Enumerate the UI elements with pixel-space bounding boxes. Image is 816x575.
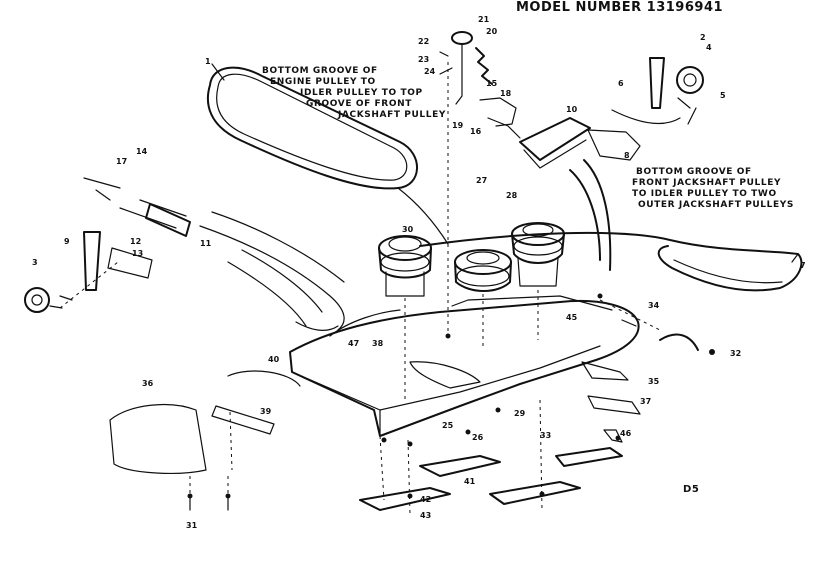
model-number-header: MODEL NUMBER 13196941 <box>516 0 724 15</box>
part-number-label: 8 <box>624 151 630 160</box>
part-number-label: 45 <box>566 313 578 322</box>
part-number-label: 15 <box>486 79 498 88</box>
part-number-label: 20 <box>486 27 498 36</box>
part-number-label: 24 <box>424 67 436 76</box>
jackshaft-belt-routing-note: BOTTOM GROOVE OF FRONT JACKSHAFT PULLEY … <box>632 167 812 211</box>
engine-belt-note-line-4: GROOVE OF FRONT <box>306 99 412 109</box>
part-number-label: 13 <box>132 249 143 258</box>
callout-arrows <box>189 63 799 511</box>
part-number-label: 32 <box>730 349 741 358</box>
part-number-callouts: 1 2 3 4 5 6 7 8 9 10 11 12 13 14 15 16 1… <box>32 15 806 530</box>
tension-spring-assembly <box>439 31 521 139</box>
part-number-label: 18 <box>500 89 512 98</box>
part-number-label: 4 <box>706 43 712 52</box>
part-number-label: 25 <box>442 421 454 430</box>
part-number-label: 22 <box>418 37 429 46</box>
jackshaft-belt-note-line-3: TO IDLER PULLEY TO TWO <box>632 189 777 199</box>
engine-belt-note-line-5: JACKSHAFT PULLEY <box>338 110 446 120</box>
part-number-label: 21 <box>478 15 490 24</box>
part-number-label: 14 <box>136 147 148 156</box>
part-number-label: 28 <box>506 191 518 200</box>
part-number-label: 5 <box>720 91 726 100</box>
assembly-leader-lines <box>59 62 661 515</box>
hardware-fasteners <box>187 293 715 499</box>
part-number-label: 17 <box>116 157 127 166</box>
part-number-label: 2 <box>700 33 706 42</box>
part-number-label: 36 <box>142 379 154 388</box>
part-number-label: 42 <box>420 495 431 504</box>
part-number-label: 23 <box>418 55 429 64</box>
part-number-label: 29 <box>514 409 526 418</box>
part-number-label: 9 <box>64 237 70 246</box>
part-number-label: 12 <box>130 237 141 246</box>
part-number-label: 47 <box>348 339 359 348</box>
front-blades-and-hardware <box>109 333 699 511</box>
part-number-label: 38 <box>372 339 384 348</box>
engine-drive-belt <box>206 66 449 245</box>
part-number-label: 19 <box>452 121 464 130</box>
part-number-label: 40 <box>268 355 280 364</box>
jackshaft-belt-note-line-4: OUTER JACKSHAFT PULLEYS <box>638 200 794 210</box>
frame-rails <box>199 211 345 331</box>
part-number-label: 37 <box>640 397 651 406</box>
engine-belt-note-line-2: ENGINE PULLEY TO <box>270 77 376 87</box>
part-number-label: 33 <box>540 431 551 440</box>
page-code: D5 <box>683 484 700 495</box>
clutch-lever-assembly <box>519 57 704 271</box>
center-idler-pulley <box>454 249 512 292</box>
part-number-label: 16 <box>470 127 482 136</box>
part-number-label: 41 <box>464 477 476 486</box>
part-number-label: 26 <box>472 433 484 442</box>
part-number-label: 31 <box>186 521 198 530</box>
part-number-label: 27 <box>476 176 487 185</box>
part-number-label: 43 <box>420 511 431 520</box>
left-spindle-pulley <box>378 235 432 297</box>
engine-belt-note-line-1: BOTTOM GROOVE OF <box>262 66 378 76</box>
jackshaft-belt-note-line-2: FRONT JACKSHAFT PULLEY <box>632 178 782 188</box>
part-number-label: 1 <box>205 57 211 66</box>
mower-deck-housing <box>289 295 640 437</box>
part-number-label: 46 <box>620 429 632 438</box>
part-number-label: 39 <box>260 407 272 416</box>
part-number-label: 10 <box>566 105 578 114</box>
part-number-label: 35 <box>648 377 660 386</box>
part-number-label: 34 <box>648 301 660 310</box>
left-idler-assembly <box>24 177 191 313</box>
part-number-label: 30 <box>402 225 414 234</box>
part-number-label: 11 <box>200 239 212 248</box>
right-spindle-pulley <box>511 222 565 287</box>
part-number-label: 3 <box>32 258 38 267</box>
engine-belt-routing-note: BOTTOM GROOVE OF ENGINE PULLEY TO IDLER … <box>262 66 462 121</box>
engine-belt-note-line-3: IDLER PULLEY TO TOP <box>300 88 423 98</box>
jackshaft-belt-note-line-1: BOTTOM GROOVE OF <box>636 167 752 177</box>
part-number-label: 6 <box>618 79 624 88</box>
part-number-label: 7 <box>800 261 806 270</box>
